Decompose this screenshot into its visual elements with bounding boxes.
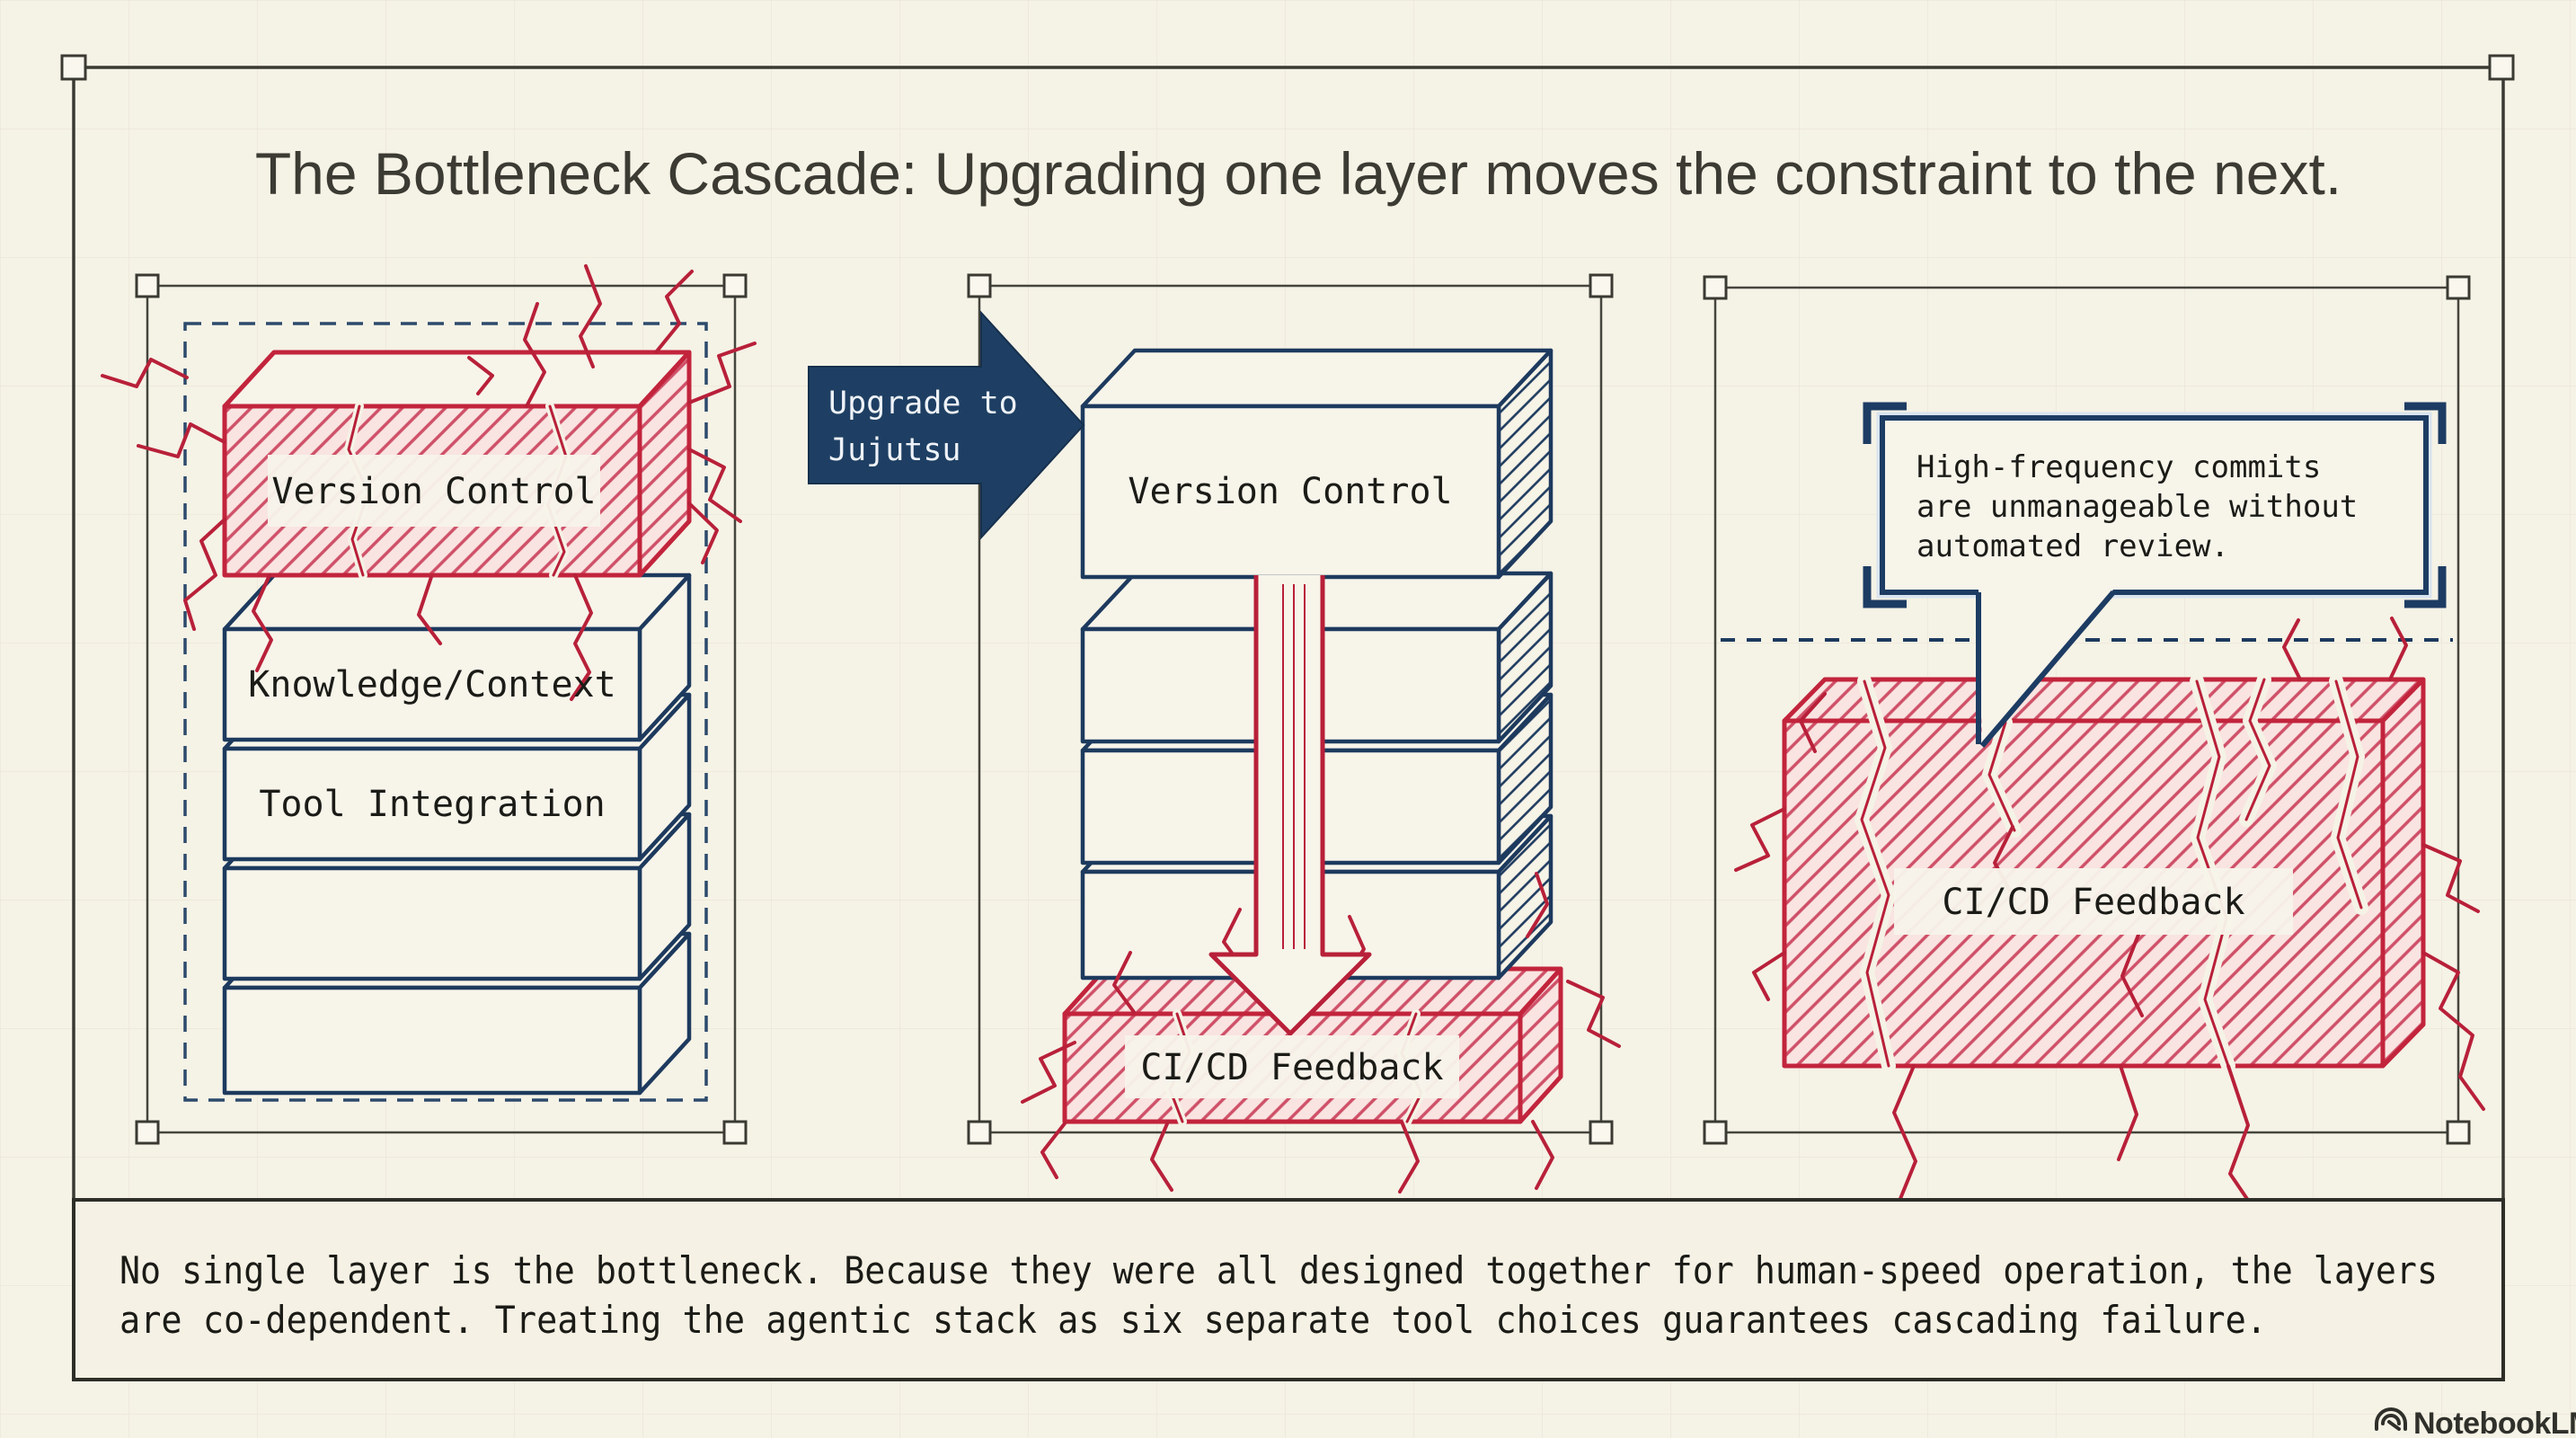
- callout-text-line3: automated review.: [1917, 528, 2229, 564]
- caption-line1: No single layer is the bottleneck. Becau…: [120, 1248, 2438, 1292]
- left-panel: Version Control Knowledge/Context Tool I…: [101, 264, 757, 1145]
- upgrade-arrow-label-line2: Jujutsu: [828, 432, 961, 468]
- label-version-control: Version Control: [271, 471, 596, 512]
- stack-box-version-control: [1080, 348, 1554, 580]
- upgrade-arrow: Upgrade to Jujutsu: [808, 310, 1085, 540]
- right-panel: CI/CD Feedback High-frequency commits ar…: [1703, 275, 2485, 1265]
- stack-box-knowledge-context: [222, 573, 692, 742]
- resize-handle: [1703, 1120, 1728, 1145]
- label-version-control: Version Control: [1128, 471, 1452, 512]
- resize-handle: [1703, 275, 1728, 300]
- resize-handle: [722, 1120, 748, 1145]
- label-tool-integration: Tool Integration: [259, 784, 605, 825]
- diagram-title: The Bottleneck Cascade: Upgrading one la…: [255, 140, 2341, 207]
- resize-handle: [967, 273, 992, 298]
- callout-text-line1: High-frequency commits: [1917, 449, 2321, 485]
- upgrade-arrow-label-line1: Upgrade to: [828, 386, 1018, 422]
- resize-handle-outer-tr: [2488, 54, 2515, 81]
- resize-handle-outer-tl: [60, 54, 87, 81]
- resize-handle: [2446, 275, 2471, 300]
- resize-handle: [135, 273, 160, 298]
- resize-handle: [967, 1120, 992, 1145]
- callout-bubble: High-frequency commits are unmanageable …: [1863, 402, 2447, 748]
- resize-handle: [722, 273, 748, 298]
- impact-arrow: [1208, 575, 1372, 1036]
- label-band: [268, 455, 600, 527]
- bracket-corner-br: [2404, 566, 2447, 608]
- middle-panel: Version Control CI/CD Feedback: [808, 273, 1621, 1194]
- notebooklm-logo: NotebookLM: [2375, 1407, 2576, 1438]
- resize-handle: [135, 1120, 160, 1145]
- label-cicd-feedback: CI/CD Feedback: [1942, 882, 2244, 923]
- middle-panel-frame: [978, 284, 1603, 1134]
- bracket-corner-tr: [2404, 402, 2447, 444]
- bracket-corner-tl: [1863, 402, 1907, 444]
- resize-handle: [1589, 273, 1614, 298]
- notebooklm-icon: [2375, 1407, 2407, 1431]
- label-band: [1125, 1035, 1459, 1098]
- label-cicd-feedback: CI/CD Feedback: [1140, 1047, 1443, 1088]
- label-knowledge-context: Knowledge/Context: [248, 664, 615, 706]
- left-panel-frame: [146, 284, 737, 1134]
- caption-box: No single layer is the bottleneck. Becau…: [72, 1198, 2505, 1381]
- bracket-corner-bl: [1863, 566, 1907, 608]
- caption-line2: are co-dependent. Treating the agentic s…: [120, 1298, 2267, 1342]
- right-panel-frame: [1713, 286, 2460, 1134]
- crack-marks: [1734, 617, 2485, 1265]
- resize-handle: [1589, 1120, 1614, 1145]
- crack-marks: [101, 264, 757, 701]
- resize-handle: [2446, 1120, 2471, 1145]
- callout-text-line2: are unmanageable without: [1917, 489, 2358, 525]
- label-band: [1894, 868, 2293, 935]
- notebooklm-wordmark: NotebookLM: [2413, 1407, 2576, 1438]
